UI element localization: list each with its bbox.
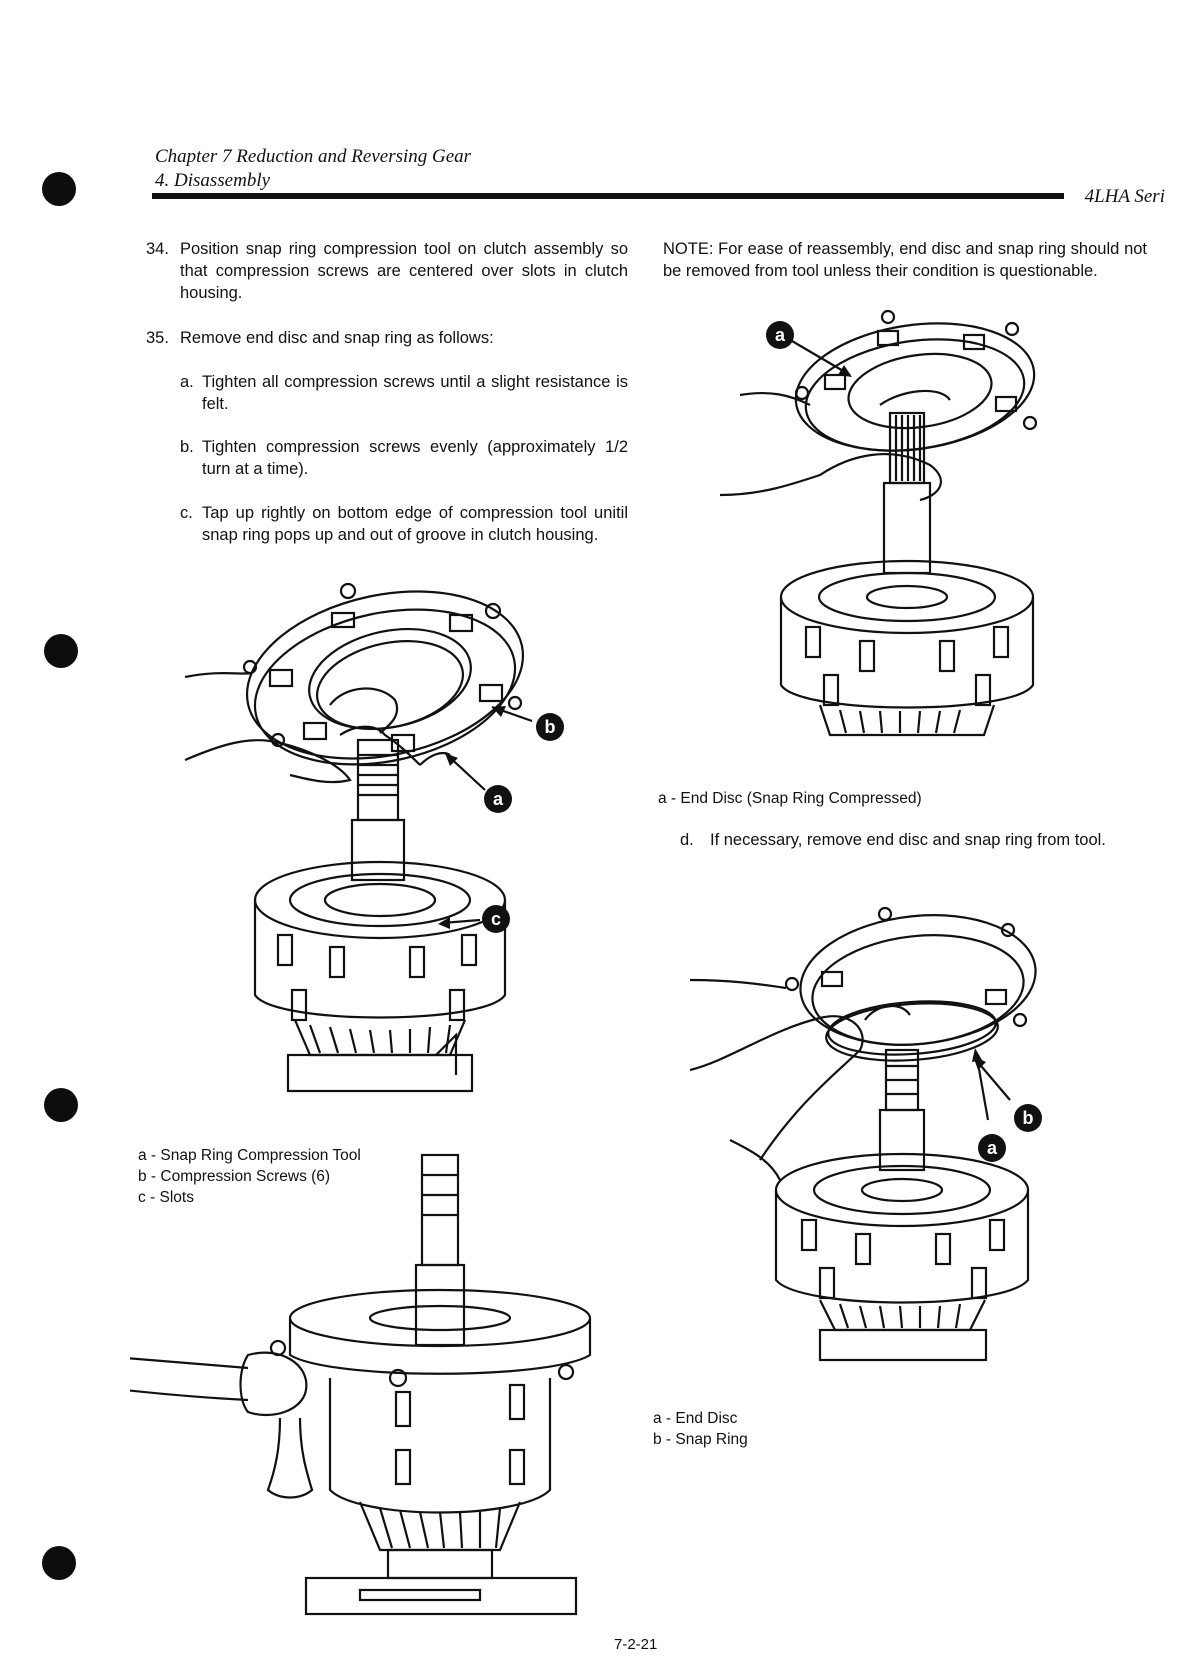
substep-b-letter: b. <box>180 438 194 456</box>
fig3-callout-b-label: b <box>1023 1108 1034 1128</box>
substep-a-letter: a. <box>180 373 194 391</box>
binder-hole-4 <box>42 1546 76 1580</box>
fig3-callout-a-label: a <box>987 1138 998 1158</box>
binder-hole-2 <box>44 634 78 668</box>
substep-b-text: Tighten compression screws evenly (appro… <box>202 438 628 478</box>
step-35-number: 35. <box>146 329 169 347</box>
step-35-text: Remove end disc and snap ring as follows… <box>180 329 494 347</box>
chapter-title: Chapter 7 Reduction and Reversing Gear <box>155 146 472 167</box>
callout-c-circle <box>482 905 510 933</box>
legend-item-c: c - Slots <box>138 1189 194 1206</box>
substep-c: c. Tap up rightly on bottom edge of comp… <box>180 502 628 546</box>
binder-hole-1 <box>42 172 76 206</box>
fig3-legend-item-b: b - Snap Ring <box>653 1431 748 1448</box>
substep-c-text: Tap up rightly on bottom edge of compres… <box>202 504 628 544</box>
callout-a-label: a <box>493 789 504 809</box>
substep-d: d. If necessary, remove end disc and sna… <box>680 829 1170 851</box>
substep-a: a. Tighten all compression screws until … <box>180 371 628 415</box>
note-text: NOTE: For ease of reassembly, end disc a… <box>663 240 1147 280</box>
callout-a-circle <box>484 785 512 813</box>
figure-compression-tool-diagram: b a c <box>184 582 564 1093</box>
legend-item-b: b - Compression Screws (6) <box>138 1168 331 1185</box>
series-title: 4LHA Seri <box>1084 186 1165 207</box>
callout-b-label: b <box>545 717 556 737</box>
substep-c-letter: c. <box>180 504 193 522</box>
callout-c-label: c <box>491 909 501 929</box>
callout-b-circle <box>536 713 564 741</box>
figure2-caption: a - End Disc (Snap Ring Compressed) <box>658 790 922 807</box>
step-35: 35. Remove end disc and snap ring as fol… <box>146 327 628 349</box>
figure-end-disc-compressed-diagram: a <box>719 309 1038 737</box>
step-34: 34. Position snap ring compression tool … <box>146 238 628 304</box>
fig3-callout-b-circle <box>1014 1104 1042 1132</box>
figure1-legend: a - Snap Ring Compression Tool b - Compr… <box>138 1145 361 1208</box>
figure3-legend: a - End Disc b - Snap Ring <box>653 1408 748 1450</box>
figure-hammer-tap-diagram <box>130 1153 592 1616</box>
step-34-text: Position snap ring compression tool on c… <box>180 240 628 302</box>
fig3-legend-item-a: a - End Disc <box>653 1410 738 1427</box>
legend-item-a: a - Snap Ring Compression Tool <box>138 1147 361 1164</box>
page-number: 7-2-21 <box>614 1636 658 1653</box>
section-title: 4. Disassembly <box>155 170 271 191</box>
step-34-number: 34. <box>146 240 169 258</box>
fig3-callout-a-circle <box>978 1134 1006 1162</box>
binder-hole-3 <box>44 1088 78 1122</box>
substep-b: b. Tighten compression screws evenly (ap… <box>180 436 628 480</box>
substep-d-text: If necessary, remove end disc and snap r… <box>710 831 1106 849</box>
figure-remove-end-disc-diagram: b a <box>690 906 1042 1362</box>
fig2-callout-a-circle <box>766 321 794 349</box>
substep-d-letter: d. <box>680 831 694 849</box>
fig2-callout-a-label: a <box>775 325 786 345</box>
header-rule <box>152 193 1064 199</box>
substep-a-text: Tighten all compression screws until a s… <box>202 373 628 413</box>
